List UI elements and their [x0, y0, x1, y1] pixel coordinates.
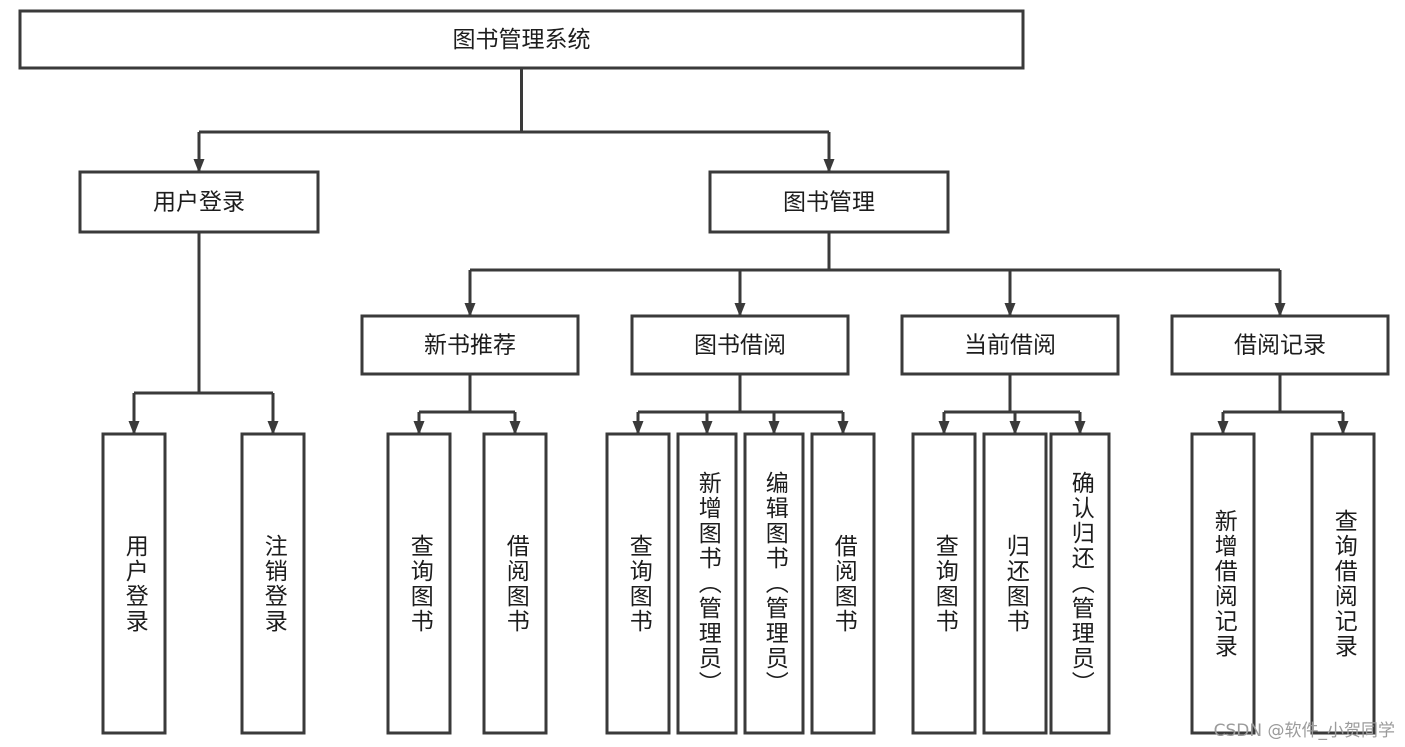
arrow-head-icon	[1004, 303, 1016, 317]
arrow-head-icon	[632, 421, 644, 435]
node-borrow-record[interactable]	[1170, 314, 1390, 376]
node-label-borrow-record: 借阅记录	[1234, 333, 1326, 359]
arrow-head-icon	[1074, 421, 1086, 435]
node-leaf-current-confirm[interactable]	[1049, 432, 1111, 735]
arrow-head-icon	[509, 421, 521, 435]
watermark-text: CSDN @软件_小贺同学	[1213, 721, 1395, 741]
arrow-head-icon	[768, 421, 780, 435]
node-new-book-rec[interactable]	[360, 314, 580, 376]
node-leaf-user-login[interactable]	[101, 432, 167, 735]
node-leaf-rec-query[interactable]	[386, 432, 452, 735]
connector-layer	[128, 68, 1349, 435]
node-label-new-book-rec: 新书推荐	[424, 333, 516, 359]
node-label-book-borrow: 图书借阅	[694, 333, 786, 359]
node-label-root: 图书管理系统	[453, 27, 591, 53]
node-book-manage[interactable]	[708, 170, 950, 234]
node-leaf-borrow-lend[interactable]	[810, 432, 876, 735]
arrow-head-icon	[938, 421, 950, 435]
node-user-login[interactable]	[78, 170, 320, 234]
node-label-book-manage: 图书管理	[783, 190, 875, 216]
node-leaf-borrow-add[interactable]	[676, 432, 738, 735]
node-leaf-borrow-edit[interactable]	[743, 432, 805, 735]
arrow-head-icon	[1274, 303, 1286, 317]
arrow-head-icon	[193, 159, 205, 173]
arrow-head-icon	[464, 303, 476, 317]
arrow-head-icon	[128, 421, 140, 435]
node-label-current-borrow: 当前借阅	[964, 333, 1056, 359]
arrow-head-icon	[1009, 421, 1021, 435]
arrow-head-icon	[823, 159, 835, 173]
node-root[interactable]	[18, 9, 1025, 70]
node-leaf-record-query[interactable]	[1310, 432, 1376, 735]
node-current-borrow[interactable]	[900, 314, 1120, 376]
node-leaf-record-add[interactable]	[1190, 432, 1256, 735]
node-leaf-borrow-query[interactable]	[605, 432, 671, 735]
arrow-head-icon	[1337, 421, 1349, 435]
node-leaf-current-return[interactable]	[982, 432, 1048, 735]
arrow-head-icon	[267, 421, 279, 435]
node-book-borrow[interactable]	[630, 314, 850, 376]
node-leaf-user-logout[interactable]	[240, 432, 306, 735]
node-leaf-rec-borrow[interactable]	[482, 432, 548, 735]
arrow-head-icon	[837, 421, 849, 435]
arrow-head-icon	[701, 421, 713, 435]
arrow-head-icon	[734, 303, 746, 317]
node-label-user-login: 用户登录	[153, 190, 245, 216]
arrow-head-icon	[413, 421, 425, 435]
arrow-head-icon	[1217, 421, 1229, 435]
node-leaf-current-query[interactable]	[911, 432, 977, 735]
node-box-layer	[18, 9, 1390, 735]
